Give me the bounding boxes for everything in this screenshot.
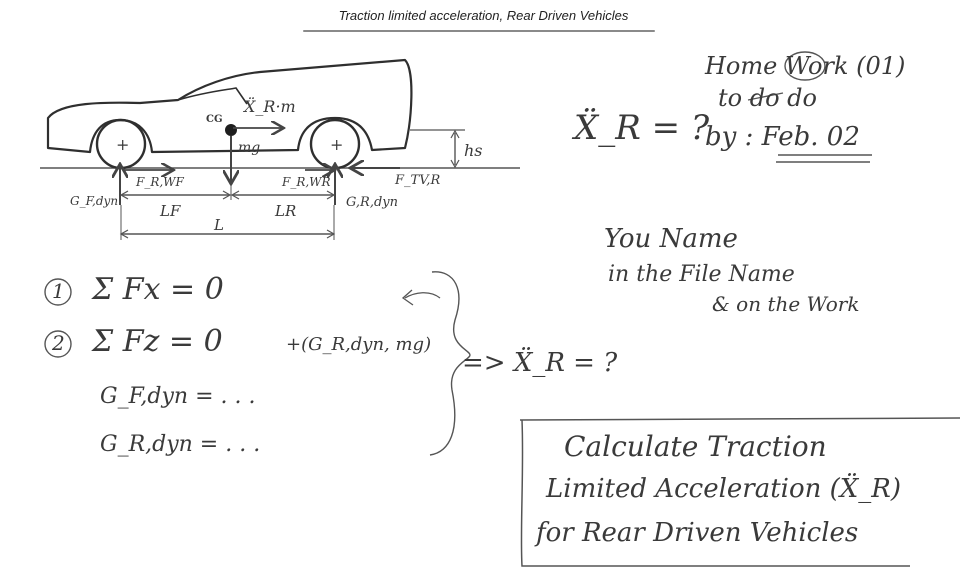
car-window bbox=[177, 87, 248, 105]
cg-point bbox=[225, 124, 237, 136]
name-note-line-3: & on the Work bbox=[712, 292, 860, 316]
weight-label: mg bbox=[238, 140, 260, 156]
task-box-border bbox=[519, 417, 961, 567]
cg-label: CG bbox=[206, 114, 223, 125]
fr-wr-label: F_R,WR bbox=[281, 175, 331, 189]
car-body bbox=[46, 58, 413, 154]
back-arrow bbox=[401, 289, 441, 306]
fr-wf-label: F_R,WF bbox=[135, 175, 185, 189]
result-equation: => Ẍ_R = ? bbox=[462, 348, 618, 378]
front-wheel-center-mark: + bbox=[116, 135, 129, 154]
equation-brace bbox=[429, 271, 471, 456]
task-box-line-1: Calculate Traction bbox=[564, 430, 827, 463]
gf-dyn-label: G_F,dyn bbox=[70, 194, 118, 208]
gf-dyn-equation: G_F,dyn = . . . bbox=[100, 384, 256, 409]
l-label: L bbox=[213, 216, 224, 234]
name-note-line-1: You Name bbox=[604, 224, 738, 254]
eq1-number: 1 bbox=[52, 279, 65, 303]
ftv-r-label: F_TV,R bbox=[394, 173, 440, 188]
lr-label: LR bbox=[274, 202, 296, 220]
task-box-line-3: for Rear Driven Vehicles bbox=[536, 518, 859, 548]
homework-line-2: to do do bbox=[718, 84, 817, 112]
eq2-extra: +(G_R,dyn, mg) bbox=[286, 334, 432, 355]
question-text: Ẍ_R = ? bbox=[574, 108, 710, 148]
eq1-text: Σ Fx = 0 bbox=[92, 272, 224, 307]
title-underline bbox=[303, 30, 655, 32]
hs-label: hs bbox=[464, 141, 483, 160]
homework-line-3: by : Feb. 02 bbox=[705, 122, 860, 152]
task-box-line-2: Limited Acceleration (Ẍ_R) bbox=[546, 474, 902, 504]
homework-number-circle bbox=[784, 51, 826, 81]
rear-wheel-center-mark: + bbox=[330, 135, 343, 154]
eq2-number: 2 bbox=[52, 331, 65, 355]
homework-line-1: Home Work (01) bbox=[705, 52, 906, 80]
strike-through bbox=[747, 92, 784, 101]
lf-label: LF bbox=[159, 202, 181, 220]
eq2-number-circle bbox=[44, 330, 72, 358]
name-note-line-2: in the File Name bbox=[608, 262, 795, 287]
eq2-text: Σ Fz = 0 bbox=[92, 324, 223, 359]
gr-dyn-equation: G_R,dyn = . . . bbox=[100, 432, 261, 457]
gr-dyn-label: G,R,dyn bbox=[346, 195, 398, 210]
inertia-label: Ẍ_R·m bbox=[242, 96, 296, 116]
page-title: Traction limited acceleration, Rear Driv… bbox=[338, 8, 629, 23]
eq1-number-circle bbox=[44, 278, 72, 306]
